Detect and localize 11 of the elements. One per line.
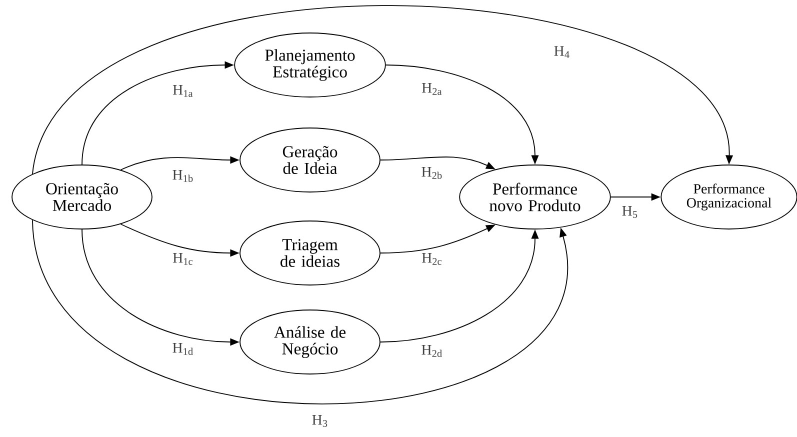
edge-label: H$_{2a}$ — [420, 82, 444, 96]
edge-label: H$_{2d}$ — [420, 344, 444, 358]
edge-label: H$_{3}$ — [310, 414, 330, 428]
edge-label: H$_{1b}$ — [170, 168, 196, 184]
edge-label: H$_{5}$ — [620, 204, 640, 220]
edge-label: H$_{4}$ — [552, 44, 572, 60]
edge-label: H$_{1d}$ — [170, 342, 196, 356]
edge-label: H$_{2b}$ — [420, 166, 444, 180]
edge-label: H$_{1c}$ — [171, 252, 195, 266]
edge-label: H$_{1a}$ — [171, 84, 195, 98]
edge-label: H$_{2c}$ — [420, 252, 444, 266]
